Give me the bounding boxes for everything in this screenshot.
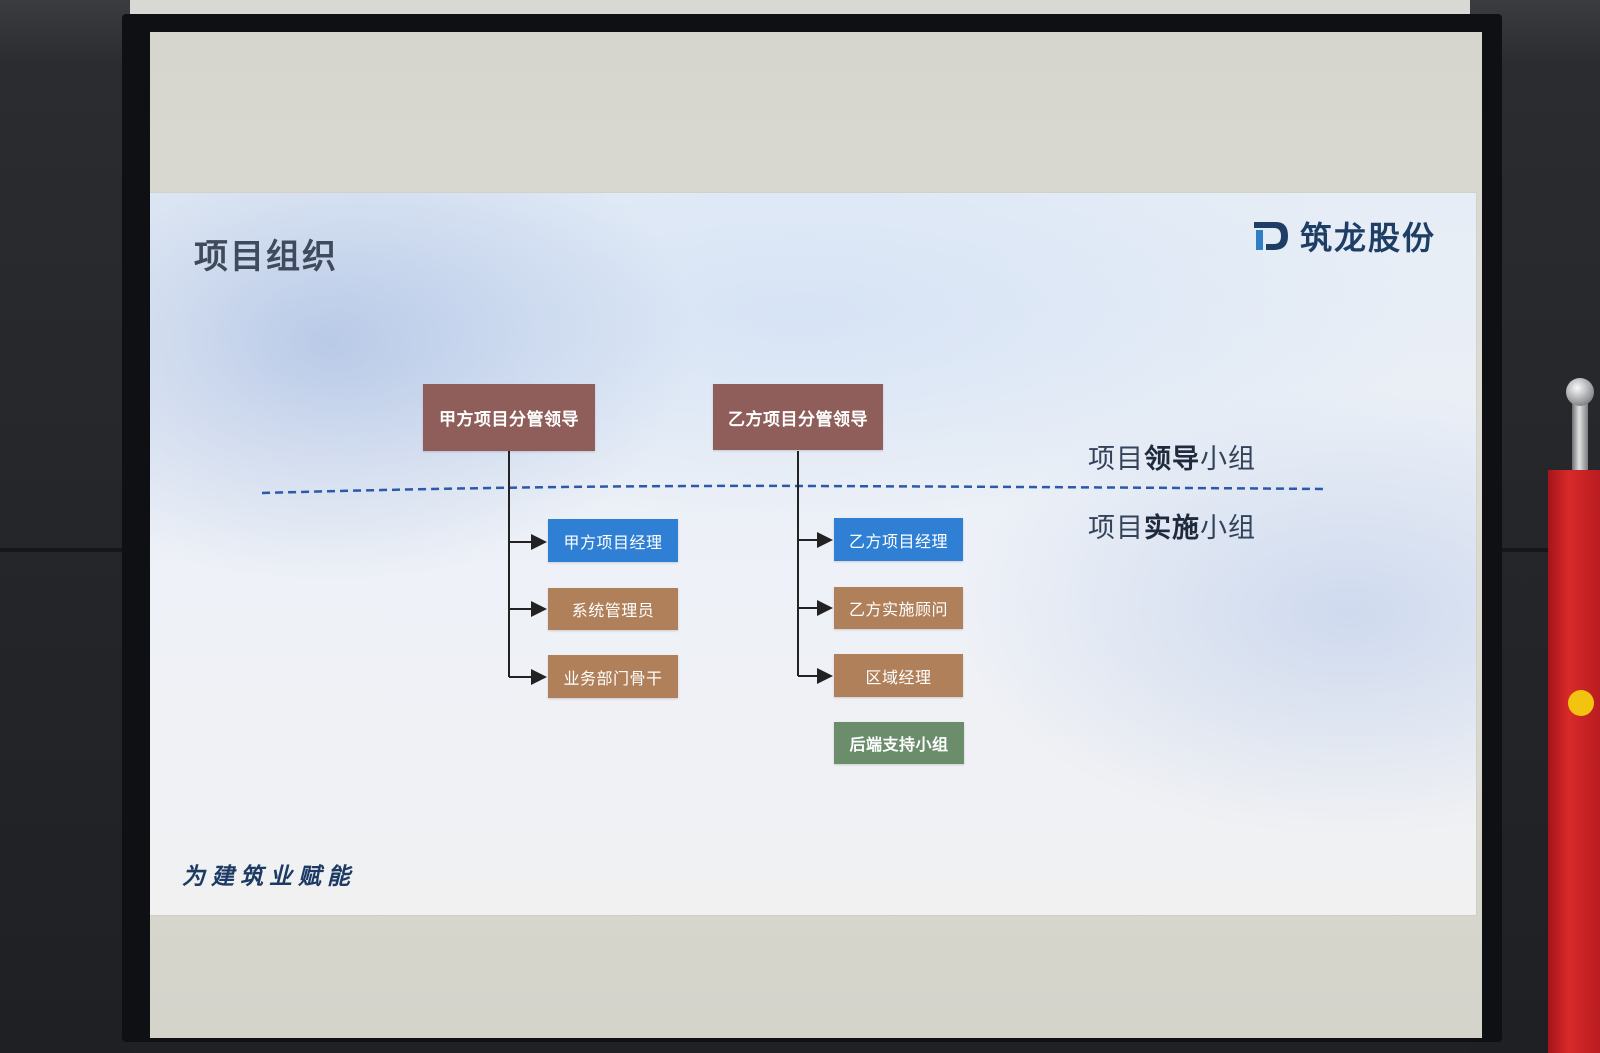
group-label-prefix: 项目 [1088,513,1144,544]
group-label-suffix: 小组 [1200,513,1256,544]
party-a-project-manager-box: 甲方项目经理 [548,519,678,562]
group-label-emphasis: 实施 [1144,513,1200,544]
group-label-prefix: 项目 [1088,444,1144,475]
brand-logo: 筑龙股份 [1250,213,1436,259]
flag-star-icon [1568,690,1594,716]
implementation-consultant-box: 乙方实施顾问 [834,587,963,629]
party-b-leader-box: 乙方项目分管领导 [713,384,883,450]
wall-seam-left [0,548,122,552]
brand-mark-icon [1253,222,1288,250]
regional-manager-box: 区域经理 [834,654,963,697]
leadership-group-label: 项目领导小组 [1088,437,1256,476]
wall-panel-left [0,0,130,1053]
group-label-suffix: 小组 [1200,444,1256,475]
implementation-group-label: 项目实施小组 [1088,506,1256,545]
business-dept-lead-box: 业务部门骨干 [548,655,678,698]
flag [1548,470,1600,1053]
party-a-leader-box: 甲方项目分管领导 [423,384,595,451]
group-divider-line [261,484,1326,495]
party-b-project-manager-box: 乙方项目经理 [834,518,963,561]
org-chart-connectors [261,451,1326,685]
slide: 项目组织 筑龙股份 甲方项目分管领导 乙方项目分管领导 甲方项目经理 系统管理员… [150,193,1476,915]
system-admin-box: 系统管理员 [548,588,678,630]
ceiling [0,0,1600,18]
flag-pole-finial [1566,378,1594,406]
slide-slogan: 为建筑业赋能 [182,863,356,890]
brand-name: 筑龙股份 [1299,219,1436,257]
group-label-emphasis: 领导 [1144,444,1200,475]
slide-title: 项目组织 [194,237,338,277]
backend-support-group-box: 后端支持小组 [834,722,964,764]
